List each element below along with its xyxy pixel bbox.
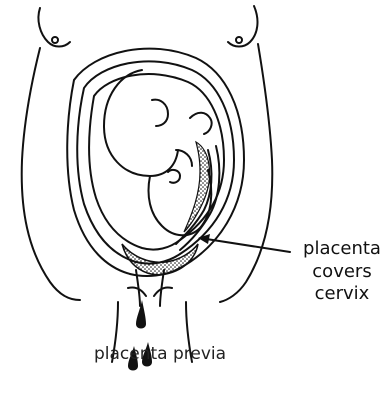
right-body-outline: [220, 44, 272, 302]
placenta-covers-cervix-label: placenta covers cervix: [296, 238, 388, 306]
left-body-outline: [22, 48, 80, 300]
left-nipple: [52, 37, 58, 43]
pointer-arrow-line: [200, 238, 290, 252]
fetus-arm: [152, 100, 168, 126]
label-line-2: covers: [296, 261, 388, 284]
diagram-caption: placenta previa: [0, 344, 320, 364]
blood-drop-1: [136, 300, 146, 329]
label-line-3: cervix: [296, 283, 388, 306]
cervix-fold: [128, 287, 172, 296]
label-line-1: placenta: [296, 238, 388, 261]
right-nipple: [236, 37, 242, 43]
fetus-hand: [168, 170, 180, 183]
left-breast-outline: [38, 8, 70, 47]
fetus-head: [104, 70, 178, 176]
uterus-outer-wall: [67, 49, 244, 276]
